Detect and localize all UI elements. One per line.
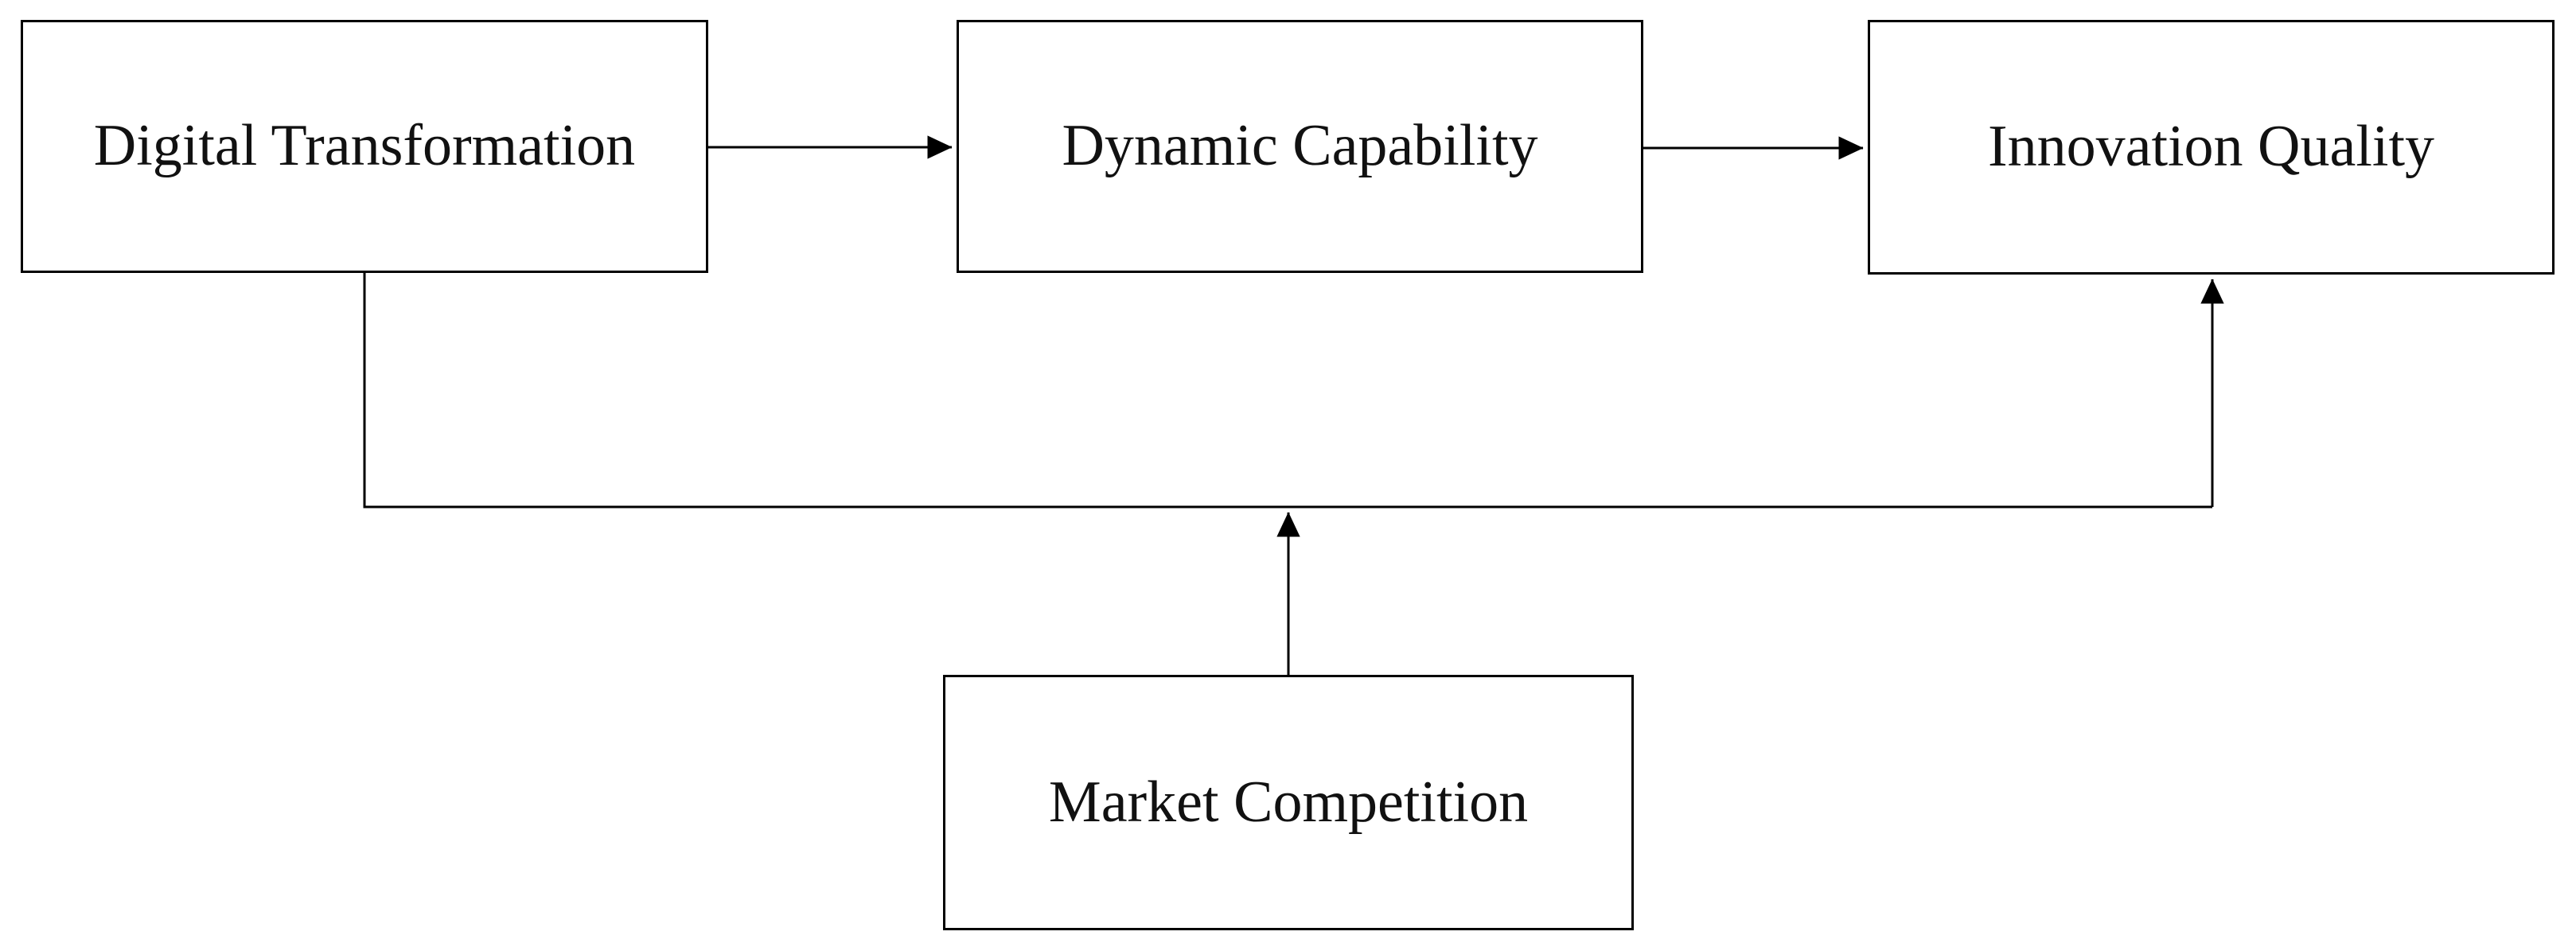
node-label-innovation-quality: Innovation Quality	[1987, 114, 2435, 180]
node-innovation-quality[interactable]: Innovation Quality	[1868, 20, 2555, 275]
node-dynamic-capability[interactable]: Dynamic Capability	[957, 20, 1643, 273]
node-label-market-competition: Market Competition	[1048, 769, 1529, 835]
node-digital-transformation[interactable]: Digital Transformation	[21, 20, 708, 273]
node-market-competition[interactable]: Market Competition	[943, 675, 1634, 930]
node-label-dynamic-capability: Dynamic Capability	[1062, 113, 1538, 179]
node-label-digital-transformation: Digital Transformation	[93, 113, 636, 179]
edge-dt-to-iq	[363, 273, 2224, 509]
